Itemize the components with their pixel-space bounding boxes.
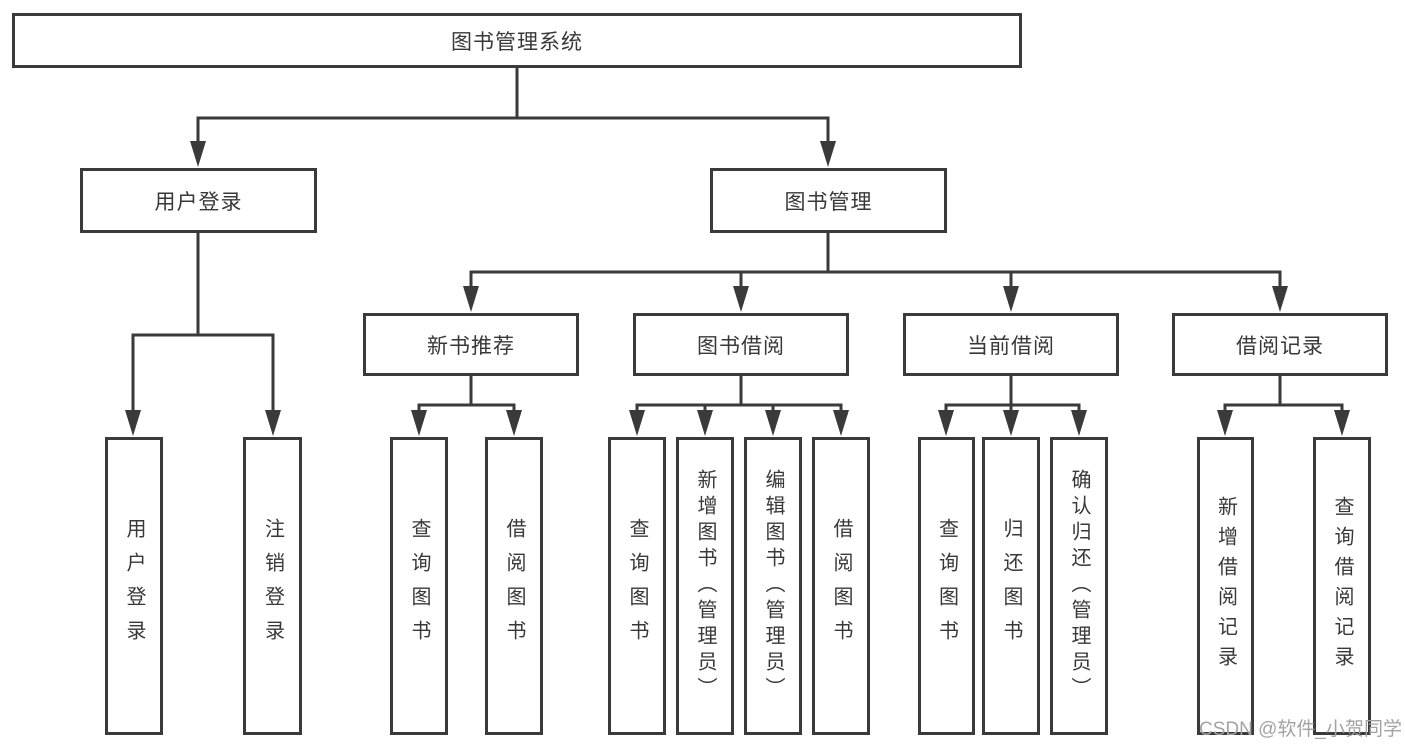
leaf-return-books: 归还图书	[982, 437, 1040, 735]
node-label: 查询图书	[626, 518, 648, 654]
leaf-query-books-borrowing: 查询图书	[608, 437, 666, 735]
node-label: 图书借阅	[697, 334, 785, 358]
node-current-borrowing: 当前借阅	[903, 313, 1119, 376]
node-borrowing-records: 借阅记录	[1172, 313, 1388, 376]
node-book-borrowing: 图书借阅	[633, 313, 849, 376]
node-book-management: 图书管理	[710, 168, 947, 233]
leaf-query-books-current: 查询图书	[918, 437, 975, 735]
node-label: 查询借阅记录	[1331, 496, 1353, 676]
arrowheads	[125, 141, 1350, 436]
leaf-add-books-admin: 新增图书（管理员）	[676, 437, 734, 735]
leaf-edit-books-admin: 编辑图书（管理员）	[744, 437, 802, 735]
node-label: 新增借阅记录	[1214, 496, 1237, 676]
node-user-login: 用户登录	[80, 168, 317, 233]
leaf-confirm-return-admin: 确认归还（管理员）	[1050, 437, 1108, 735]
leaf-borrow-books-borrowing: 借阅图书	[812, 437, 870, 735]
node-label: 归还图书	[1000, 518, 1022, 654]
leaf-query-borrow-record: 查询借阅记录	[1313, 437, 1371, 735]
node-label: 图书管理	[784, 190, 873, 214]
leaf-add-borrow-record: 新增借阅记录	[1197, 437, 1254, 735]
node-label: 查询图书	[408, 518, 430, 654]
leaf-query-books-recommend: 查询图书	[390, 437, 448, 735]
node-label: 新书推荐	[427, 334, 515, 358]
node-label: 借阅记录	[1236, 334, 1324, 358]
node-label: 新增图书（管理员）	[694, 469, 716, 703]
node-label: 编辑图书（管理员）	[762, 469, 784, 703]
leaf-borrow-books-recommend: 借阅图书	[485, 437, 543, 735]
node-library-management-system: 图书管理系统	[12, 13, 1022, 68]
leaf-user-login: 用户登录	[105, 437, 163, 735]
node-label: 借阅图书	[503, 518, 525, 654]
node-label: 用户登录	[123, 518, 145, 654]
node-label: 当前借阅	[967, 334, 1055, 358]
node-label: 注销登录	[261, 518, 284, 654]
node-label: 用户登录	[154, 190, 243, 214]
node-label: 图书管理系统	[451, 30, 583, 54]
leaf-logout: 注销登录	[243, 437, 302, 735]
node-label: 查询图书	[935, 518, 958, 654]
node-label: 借阅图书	[830, 518, 852, 654]
node-label: 确认归还（管理员）	[1068, 469, 1090, 703]
node-new-book-recommend: 新书推荐	[363, 313, 579, 376]
